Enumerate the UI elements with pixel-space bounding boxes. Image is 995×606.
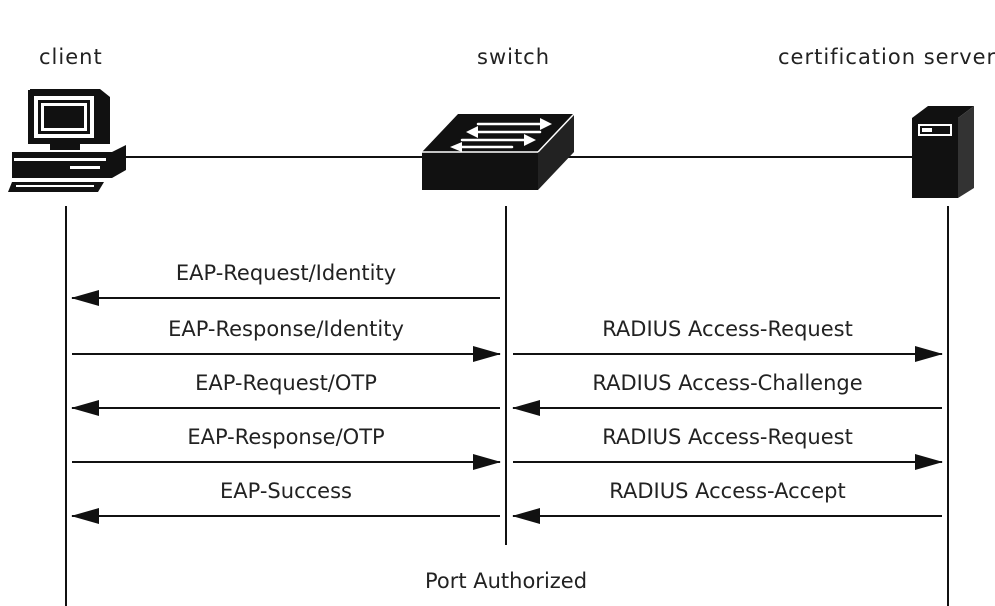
server-tower-icon <box>912 106 974 198</box>
message-label: EAP-Request/OTP <box>195 371 377 395</box>
participant-label-server: certification server <box>778 45 995 69</box>
network-switch-icon <box>422 113 575 190</box>
desktop-computer-icon <box>8 89 126 192</box>
message-label: RADIUS Access-Request <box>602 317 853 341</box>
participant-label-client: client <box>39 45 103 69</box>
message-label: EAP-Request/Identity <box>176 261 396 285</box>
message-label: EAP-Response/OTP <box>187 425 384 449</box>
participant-label-switch: switch <box>477 45 550 69</box>
message-label: RADIUS Access-Request <box>602 425 853 449</box>
message-label: RADIUS Access-Challenge <box>592 371 862 395</box>
message-label: EAP-Response/Identity <box>168 317 404 341</box>
port-authorized-status: Port Authorized <box>425 569 587 593</box>
message-label: EAP-Success <box>220 479 352 503</box>
message-group: EAP-Request/IdentityEAP-Response/Identit… <box>71 261 943 524</box>
message-label: RADIUS Access-Accept <box>609 479 845 503</box>
